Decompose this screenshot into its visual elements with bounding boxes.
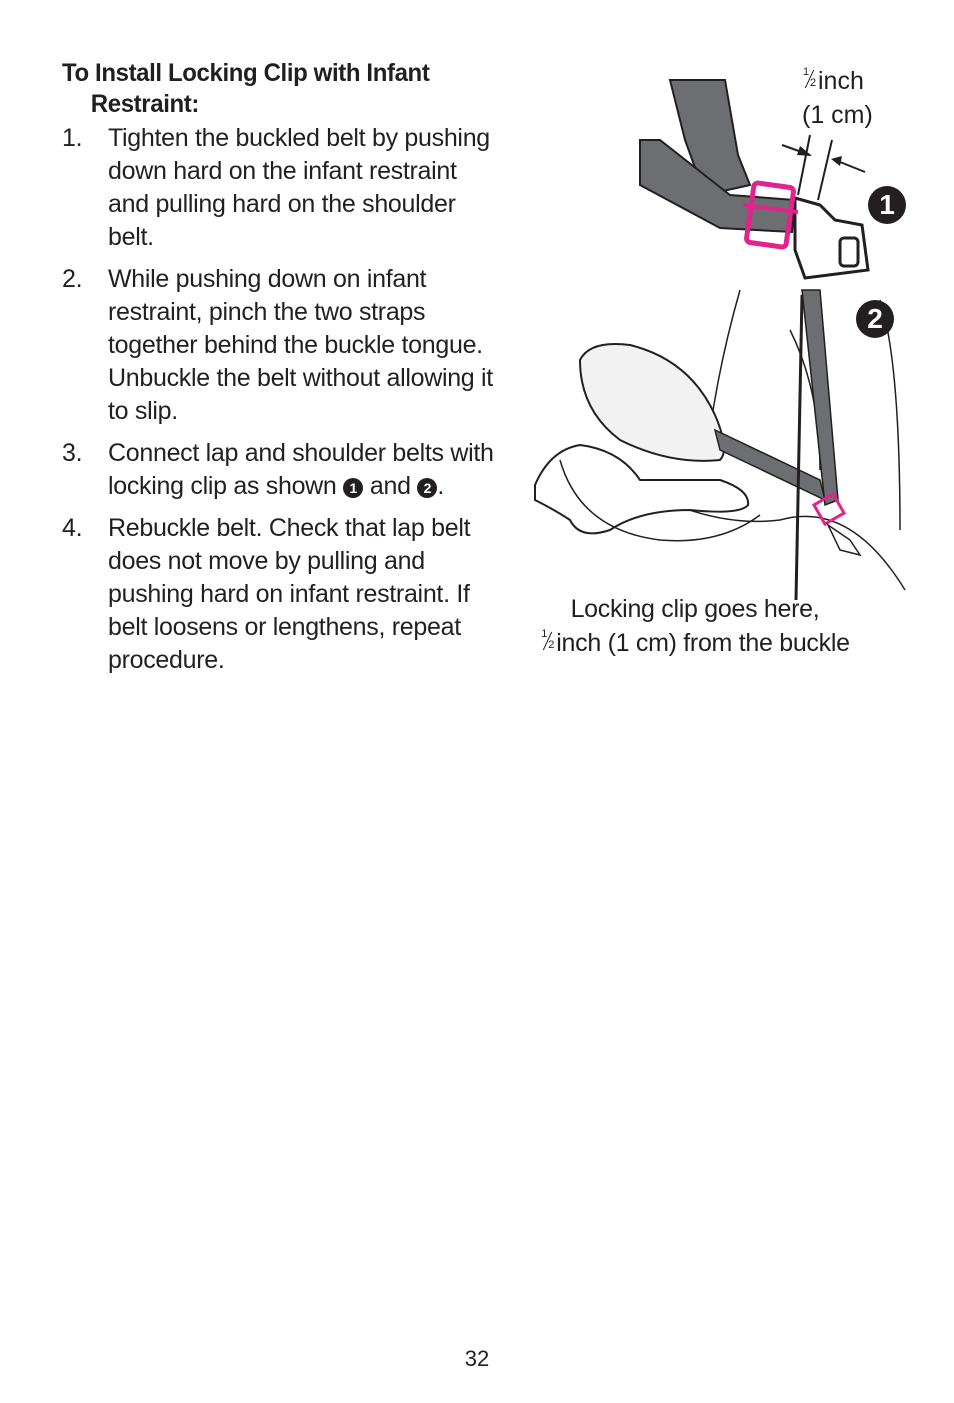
step-number: 2.	[62, 265, 83, 293]
step-text: Connect lap and shoulder belts with lock…	[108, 439, 494, 500]
step-text-period: .	[437, 472, 444, 500]
step-text: Rebuckle belt. Check that lap belt does …	[108, 514, 471, 674]
step-number: 3.	[62, 439, 83, 467]
step-text: Tighten the buckled belt by pushing down…	[108, 124, 490, 251]
step-text-and: and	[369, 472, 411, 500]
step-2-marker-icon: 2	[417, 478, 438, 498]
detail-belt-clip	[639, 79, 870, 280]
caption-line-1: Locking clip goes here,	[570, 595, 820, 623]
step-1-badge-icon: 1	[868, 186, 906, 224]
step-2-badge-icon: 2	[856, 300, 894, 338]
step-number: 1.	[62, 124, 83, 152]
measure-unit: inch	[818, 67, 864, 95]
step-text: While pushing down on infant restraint, …	[108, 265, 493, 425]
locking-clip-illustration	[534, 79, 906, 601]
instructions: To Install Locking Clip with Infant Rest…	[62, 58, 502, 686]
step-number: 4.	[62, 514, 83, 542]
steps-list: 1. Tighten the buckled belt by pushing do…	[62, 122, 502, 677]
step-1-marker-icon: 1	[343, 478, 364, 498]
caption-line-2: inch (1 cm) from the buckle	[556, 629, 850, 657]
step-3: 3. Connect lap and shoulder belts with lo…	[62, 437, 502, 503]
step-2: 2. While pushing down on infant restraint…	[62, 263, 502, 428]
step-1: 1. Tighten the buckled belt by pushing do…	[62, 122, 502, 254]
detail-infant-seat	[534, 289, 906, 601]
section-heading: To Install Locking Clip with Infant Rest…	[62, 59, 430, 118]
step-4: 4. Rebuckle belt. Check that lap belt doe…	[62, 512, 502, 677]
measure-metric: (1 cm)	[802, 101, 873, 129]
page-number: 32	[464, 1346, 490, 1371]
